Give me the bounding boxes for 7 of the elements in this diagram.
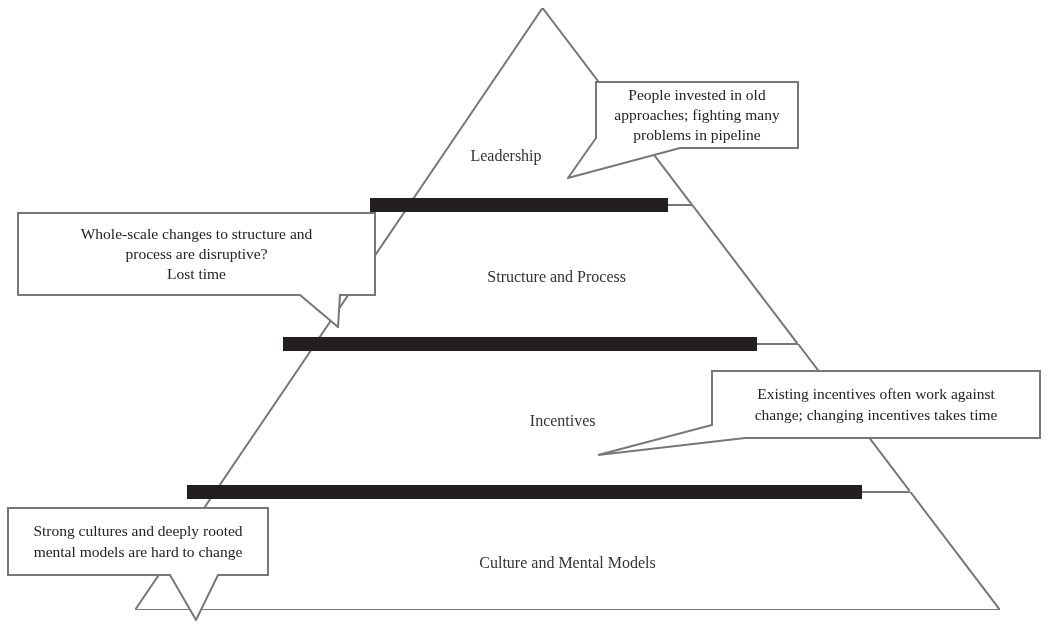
speech-bubble: People invested in old approaches; fighting many problems in pipeline xyxy=(567,81,799,179)
speech-bubble: Whole-scale changes to structure and process are disruptive? Lost time xyxy=(17,212,376,328)
speech-bubble: Existing incentives often work against change; changing incentives takes time xyxy=(597,370,1041,456)
divider-bar xyxy=(187,485,862,499)
divider-bar xyxy=(283,337,757,351)
divider-bar xyxy=(370,198,668,212)
speech-bubble: Strong cultures and deeply rooted mental models are hard to change xyxy=(7,507,269,621)
